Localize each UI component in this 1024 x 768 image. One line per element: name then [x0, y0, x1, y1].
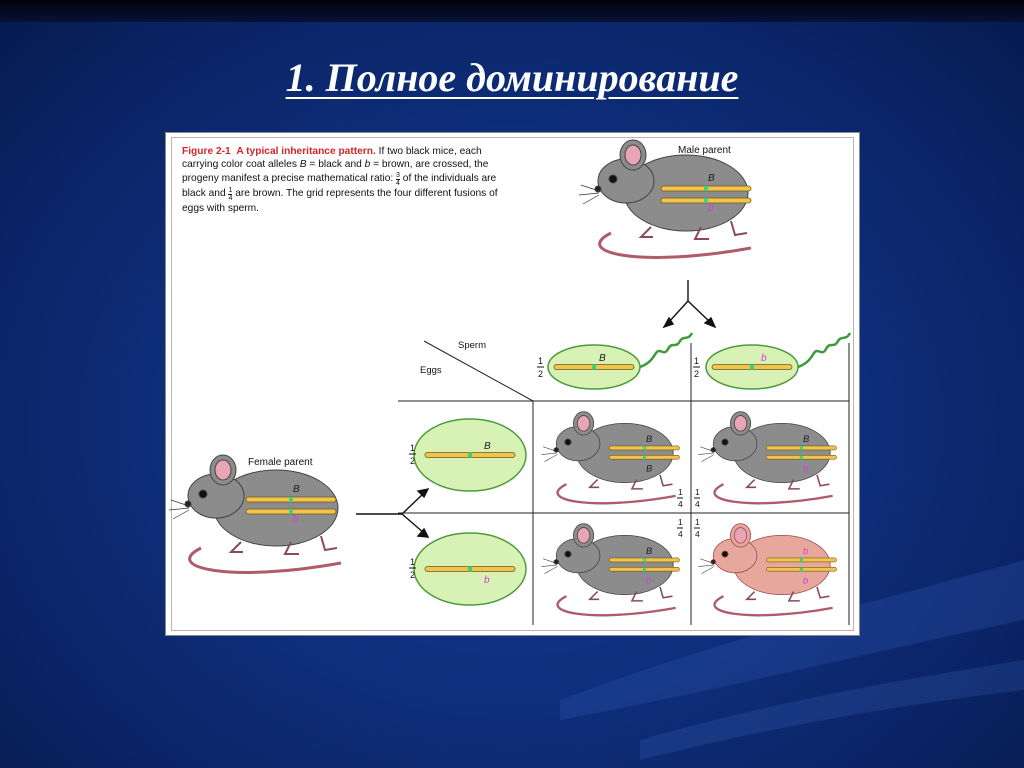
caption-text: of the individuals are black and: [182, 172, 497, 199]
allele-label: B: [708, 173, 715, 184]
svg-text:1: 1: [695, 517, 700, 527]
caption-allele-B: B: [299, 159, 307, 171]
fraction-half: 1 2: [409, 443, 416, 466]
egg-B: B: [413, 418, 527, 492]
sperm-B: B: [546, 331, 694, 391]
svg-text:4: 4: [678, 499, 683, 509]
svg-text:1: 1: [410, 443, 415, 453]
svg-text:b: b: [803, 546, 808, 556]
svg-text:b: b: [484, 575, 490, 586]
female-parent-mouse: B b: [167, 453, 343, 574]
fraction-quarter: 1 4: [694, 487, 700, 509]
caption-text: If two black mice, each carrying color c…: [182, 146, 482, 171]
fraction-half: 1 2: [693, 356, 700, 379]
svg-text:B: B: [803, 434, 809, 444]
male-split-arrow: [662, 280, 717, 329]
figure-caption: Figure 2-1 A typical inheritance pattern…: [182, 145, 517, 215]
inheritance-figure: Figure 2-1 A typical inheritance pattern…: [165, 132, 860, 636]
fraction-half: 1 2: [409, 557, 416, 580]
svg-text:1: 1: [694, 356, 699, 366]
svg-text:2: 2: [694, 369, 699, 379]
female-parent-label: Female parent: [248, 457, 313, 468]
caption-text: are brown. The grid represents the four …: [182, 187, 498, 214]
svg-text:4: 4: [678, 529, 683, 539]
svg-text:b: b: [803, 464, 808, 474]
fraction-half: 1 2: [537, 356, 544, 379]
male-parent-label: Male parent: [678, 145, 731, 156]
progeny-BB-mouse: B B: [540, 410, 680, 505]
svg-text:1: 1: [678, 487, 683, 497]
svg-text:B: B: [646, 546, 652, 556]
fraction-quarter: 1 4: [694, 517, 700, 539]
svg-text:B: B: [599, 353, 606, 364]
svg-text:4: 4: [695, 499, 700, 509]
svg-text:1: 1: [410, 557, 415, 567]
svg-text:2: 2: [538, 369, 543, 379]
caption-title: A typical inheritance pattern.: [236, 146, 376, 157]
caption-text: = brown, are crossed, the progeny manife…: [182, 159, 489, 184]
svg-text:B: B: [293, 484, 300, 495]
sperm-b: b: [704, 331, 852, 391]
svg-text:b: b: [803, 576, 808, 586]
egg-b: b: [413, 532, 527, 606]
male-parent-mouse: B b: [577, 138, 753, 259]
svg-text:b: b: [293, 514, 299, 525]
svg-text:2: 2: [410, 456, 415, 466]
svg-text:b: b: [646, 576, 651, 586]
punnett-diagram: B b Male parent Sperm Eggs B: [167, 138, 852, 625]
slide-title: 1. Полное доминирование: [285, 55, 739, 100]
sperm-label: Sperm: [458, 340, 486, 351]
svg-text:4: 4: [695, 529, 700, 539]
progeny-Bb-mouse: B b: [540, 522, 680, 617]
allele-label: b: [708, 203, 714, 214]
top-bar: [0, 0, 1024, 22]
punnett-grid: [398, 340, 850, 625]
svg-text:b: b: [761, 353, 767, 364]
female-split-arrow: [356, 488, 430, 538]
svg-text:1: 1: [678, 517, 683, 527]
progeny-Bb-mouse: B b: [697, 410, 837, 505]
svg-text:B: B: [484, 441, 491, 452]
caption-label: Figure 2-1: [182, 146, 231, 157]
caption-text: = black and: [306, 159, 365, 171]
fraction-quarter: 1 4: [677, 487, 683, 509]
caption-allele-b: b: [364, 159, 371, 171]
eggs-label: Eggs: [420, 365, 442, 376]
svg-text:1: 1: [695, 487, 700, 497]
fraction-quarter: 1 4: [677, 517, 683, 539]
svg-text:B: B: [646, 434, 652, 444]
progeny-bb-mouse: b b: [697, 522, 837, 617]
svg-text:1: 1: [538, 356, 543, 366]
svg-text:2: 2: [410, 570, 415, 580]
svg-text:B: B: [646, 464, 652, 474]
